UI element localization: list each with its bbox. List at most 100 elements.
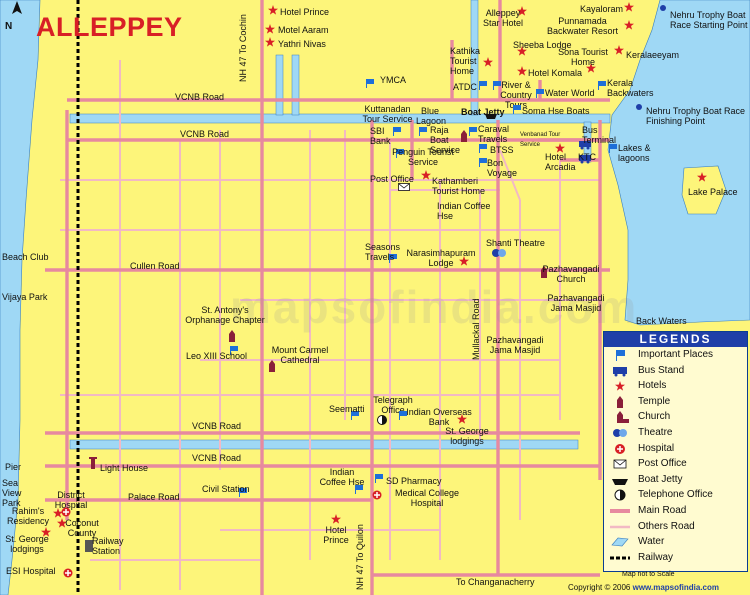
place-alleppey-star-hotel[interactable]: Alleppey Star Hotel	[482, 8, 524, 28]
place-st-george-east[interactable]: St. George lodgings	[445, 426, 489, 446]
place-hotel-prince-south[interactable]: Hotel Prince	[323, 525, 349, 545]
place-blue-lagoon[interactable]: Blue Lagoon	[416, 106, 447, 126]
place-ymca[interactable]: YMCA	[380, 75, 407, 85]
place-st-antonys[interactable]: St. Antony's Orphanage Chapter	[185, 305, 265, 325]
place-hotel-prince-north[interactable]: Hotel Prince	[280, 7, 330, 17]
place-kuttanadan-tour[interactable]: Kuttanadan Tour Service	[362, 104, 413, 124]
place-light-house[interactable]: Light House	[100, 463, 149, 473]
hospital-icon[interactable]	[63, 568, 73, 578]
hospital-icon[interactable]	[372, 490, 382, 500]
railway-station-icon[interactable]	[85, 540, 93, 552]
important-place-icon[interactable]	[478, 143, 488, 153]
place-indian-coffee-north[interactable]: Indian Coffee Hse	[437, 201, 491, 221]
important-place-icon[interactable]	[392, 126, 402, 136]
telephone-office-icon[interactable]	[377, 415, 387, 425]
place-caraval-travels[interactable]: Caraval Travels	[478, 124, 510, 144]
hotel-icon[interactable]	[53, 508, 63, 518]
church-icon[interactable]	[540, 266, 548, 278]
place-civil-station[interactable]: Civil Station	[202, 484, 250, 494]
place-hotel-arcadia[interactable]: Hotel Arcadia	[545, 152, 576, 172]
hotel-icon[interactable]	[697, 172, 707, 182]
important-place-icon[interactable]	[468, 126, 478, 136]
important-place-icon[interactable]	[365, 78, 375, 88]
place-kayaloram[interactable]: Kayaloram	[580, 4, 624, 14]
place-lakes-lagoons[interactable]: Lakes & lagoons	[618, 143, 651, 163]
bus-stand-icon[interactable]	[578, 140, 592, 150]
place-pazhavangadi-masjid-central[interactable]: Pazhavangadi Jama Masjid	[486, 335, 544, 355]
place-sea-view-park[interactable]: Sea View Park	[2, 478, 22, 508]
important-place-icon[interactable]	[512, 104, 522, 114]
hotel-icon[interactable]	[331, 514, 341, 524]
hotel-icon[interactable]	[614, 45, 624, 55]
hotel-icon[interactable]	[421, 170, 431, 180]
place-leo-xiii-school[interactable]: Leo XIII School	[186, 351, 248, 361]
place-kerala-backwaters[interactable]: Kerala Backwaters	[607, 78, 654, 98]
bus-stand-icon[interactable]	[578, 154, 592, 164]
place-penguin-tourist[interactable]: Penguin Tourist Service	[392, 147, 454, 167]
place-indian-overseas-bank[interactable]: Indian Overseas Bank	[406, 407, 472, 427]
place-vijaya-park[interactable]: Vijaya Park	[2, 292, 48, 302]
place-yathri-nivas[interactable]: Yathri Nivas	[278, 39, 326, 49]
place-sheeba-lodge[interactable]: Sheeba Lodge	[513, 40, 572, 50]
place-ktc[interactable]: KTC	[578, 152, 596, 162]
place-narasimhapuram[interactable]: Narasimhapuram Lodge	[406, 248, 476, 268]
place-kathamberi[interactable]: Kathamberi Tourist Home	[432, 176, 486, 196]
place-boat-jetty[interactable]: Boat Jetty	[461, 107, 505, 117]
place-water-world[interactable]: Water World	[545, 88, 595, 98]
hotel-icon[interactable]	[268, 5, 278, 15]
place-keralaeeyam[interactable]: Keralaeeyam	[626, 50, 680, 60]
place-seasons-travels[interactable]: Seasons Travels	[365, 242, 401, 262]
place-district-hospital[interactable]: District Hospital	[54, 490, 88, 510]
important-place-icon[interactable]	[418, 126, 428, 136]
place-kathika-tourist-home[interactable]: Kathika Tourist Home	[450, 46, 481, 76]
place-esi-hospital[interactable]: ESI Hospital	[6, 566, 56, 576]
place-coconut-county[interactable]: Coconut County	[65, 518, 99, 538]
place-pazhavangadi-church[interactable]: Pazhavangadi Church	[542, 264, 600, 284]
boat-jetty-icon[interactable]	[484, 110, 498, 120]
place-rahims-residency[interactable]: Rahim's Residency	[6, 506, 50, 526]
place-venbanad-tour[interactable]: Venbanad Tour Service	[520, 132, 561, 148]
important-place-icon[interactable]	[535, 88, 545, 98]
place-pazhavangadi-masjid-east[interactable]: Pazhavangadi Jama Masjid	[547, 293, 605, 313]
place-sd-pharmacy[interactable]: SD Pharmacy	[386, 476, 442, 486]
place-indian-coffee-south[interactable]: Indian Coffee Hse	[319, 467, 365, 487]
hotel-icon[interactable]	[624, 2, 634, 12]
hotel-icon[interactable]	[265, 24, 275, 34]
important-place-icon[interactable]	[597, 80, 607, 90]
place-st-george-west[interactable]: St. George lodgings	[5, 534, 49, 554]
hotel-icon[interactable]	[457, 414, 467, 424]
place-motel-aaram[interactable]: Motel Aaram	[278, 25, 329, 35]
important-place-icon[interactable]	[608, 143, 618, 153]
light-house-icon[interactable]	[88, 457, 98, 469]
place-seematti[interactable]: Seematti	[329, 404, 365, 414]
place-raja-boat-service[interactable]: Raja Boat Service	[430, 125, 461, 155]
hospital-icon[interactable]	[61, 507, 71, 517]
place-soma-hse-boats[interactable]: Soma Hse Boats	[522, 106, 590, 116]
place-bon-voyage[interactable]: Bon Voyage	[487, 158, 518, 178]
place-nehru-start[interactable]: Nehru Trophy Boat Race Starting Point	[670, 10, 748, 30]
important-place-icon[interactable]	[374, 473, 384, 483]
temple-icon[interactable]	[460, 130, 468, 142]
church-icon[interactable]	[268, 360, 276, 372]
place-mount-carmel[interactable]: Mount Carmel Cathedral	[271, 345, 329, 365]
place-shanti-theatre[interactable]: Shanti Theatre	[486, 238, 545, 248]
church-icon[interactable]	[228, 330, 236, 342]
place-back-waters[interactable]: Back Waters	[636, 316, 687, 326]
place-telegraph-office[interactable]: Telegraph Office	[373, 395, 413, 415]
place-atdc[interactable]: ATDC	[453, 82, 477, 92]
hotel-icon[interactable]	[517, 66, 527, 76]
theatre-icon[interactable]	[492, 248, 506, 258]
place-pier[interactable]: Pier	[5, 462, 22, 472]
hotel-icon[interactable]	[624, 20, 634, 30]
place-railway-station[interactable]: Railway Station	[92, 536, 124, 556]
place-lake-palace[interactable]: Lake Palace	[688, 187, 738, 197]
post-office-icon[interactable]	[398, 183, 410, 191]
hotel-icon[interactable]	[265, 37, 275, 47]
place-sbi-bank[interactable]: SBI Bank	[370, 126, 391, 146]
place-hotel-komala[interactable]: Hotel Komala	[528, 68, 583, 78]
place-punnamada-resort[interactable]: Punnamada Backwater Resort	[546, 16, 619, 36]
place-nehru-finish[interactable]: Nehru Trophy Boat Race Finishing Point	[646, 106, 746, 126]
place-sona-tourist-home[interactable]: Sona Tourist Home	[558, 47, 608, 67]
place-beach-club[interactable]: Beach Club	[2, 252, 49, 262]
place-post-office[interactable]: Post Office	[370, 174, 414, 184]
